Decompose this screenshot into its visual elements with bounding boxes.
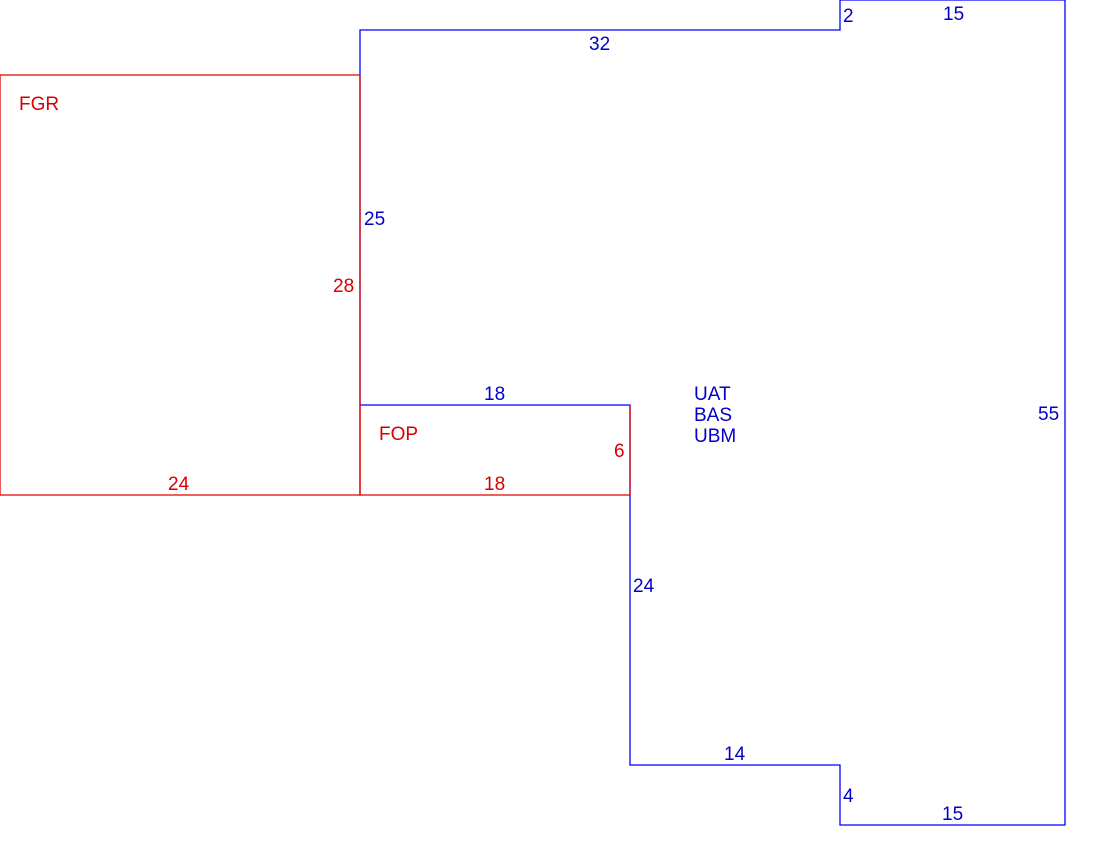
garage-code: FGR — [19, 94, 59, 115]
porch-outline — [359, 405, 631, 496]
dim-right-side: 55 — [1038, 404, 1059, 425]
porch-code: FOP — [379, 424, 418, 445]
dim-top-right: 15 — [943, 4, 964, 25]
area-code-ubm: UBM — [694, 426, 736, 447]
dim-left-upper: 25 — [364, 209, 385, 230]
area-code-uat: UAT — [694, 384, 731, 405]
garage-outline — [0, 74, 361, 496]
garage-dim-right: 28 — [333, 276, 354, 297]
dim-porch-top: 18 — [484, 384, 505, 405]
dim-notch-bottom: 4 — [843, 786, 854, 807]
dim-bottom-right: 15 — [942, 804, 963, 825]
main-area-outline — [359, 0, 1066, 826]
porch-dim-right: 6 — [614, 441, 625, 462]
dim-top-left: 32 — [589, 34, 610, 55]
dim-left-lower: 24 — [633, 576, 655, 597]
dim-bottom-mid: 14 — [724, 744, 746, 765]
garage-dim-bottom: 24 — [168, 474, 190, 495]
porch-dim-bottom: 18 — [484, 474, 505, 495]
dim-notch-top: 2 — [843, 6, 854, 27]
area-code-bas: BAS — [694, 405, 732, 426]
